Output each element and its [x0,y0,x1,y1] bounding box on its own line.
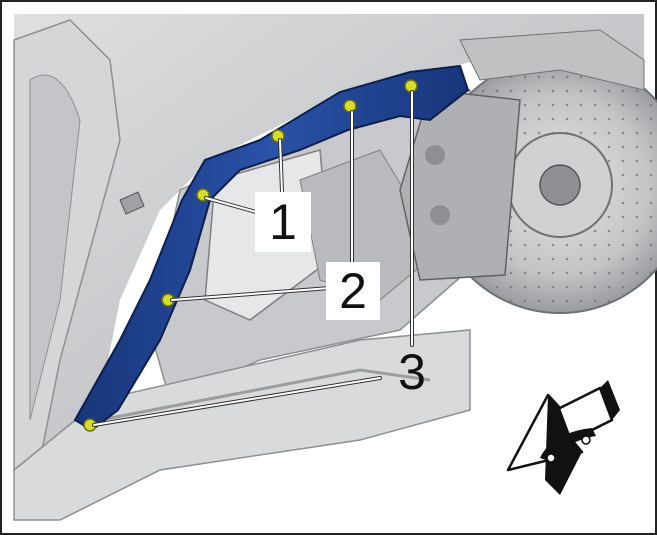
fastener-2b [343,99,357,113]
callout-2: 2 [326,262,380,320]
fastener-1b [271,129,285,143]
callout-number: 3 [398,344,426,400]
upper-body-panel [14,14,644,470]
vehicle-body-scene [13,14,657,521]
brake-assembly [399,29,657,314]
callout-number: 1 [269,194,297,250]
door-striker [119,191,145,215]
fasteners [83,79,418,432]
car-silhouette-icon [540,428,596,463]
suspension-strut [459,29,645,91]
vehicle-front-direction-arrow-icon [506,380,620,495]
hub-center [539,164,581,206]
wheel-arch-trim-strip [73,64,470,432]
door-seal-recess [29,74,81,421]
callout-3: 3 [384,344,440,400]
callout-1: 1 [255,192,311,252]
fastener-3b [404,79,418,93]
brake-caliper [399,89,521,281]
leader-lines [92,90,414,427]
sill-edge [99,368,431,422]
callout-number: 2 [339,263,367,319]
door-sill [13,329,471,521]
